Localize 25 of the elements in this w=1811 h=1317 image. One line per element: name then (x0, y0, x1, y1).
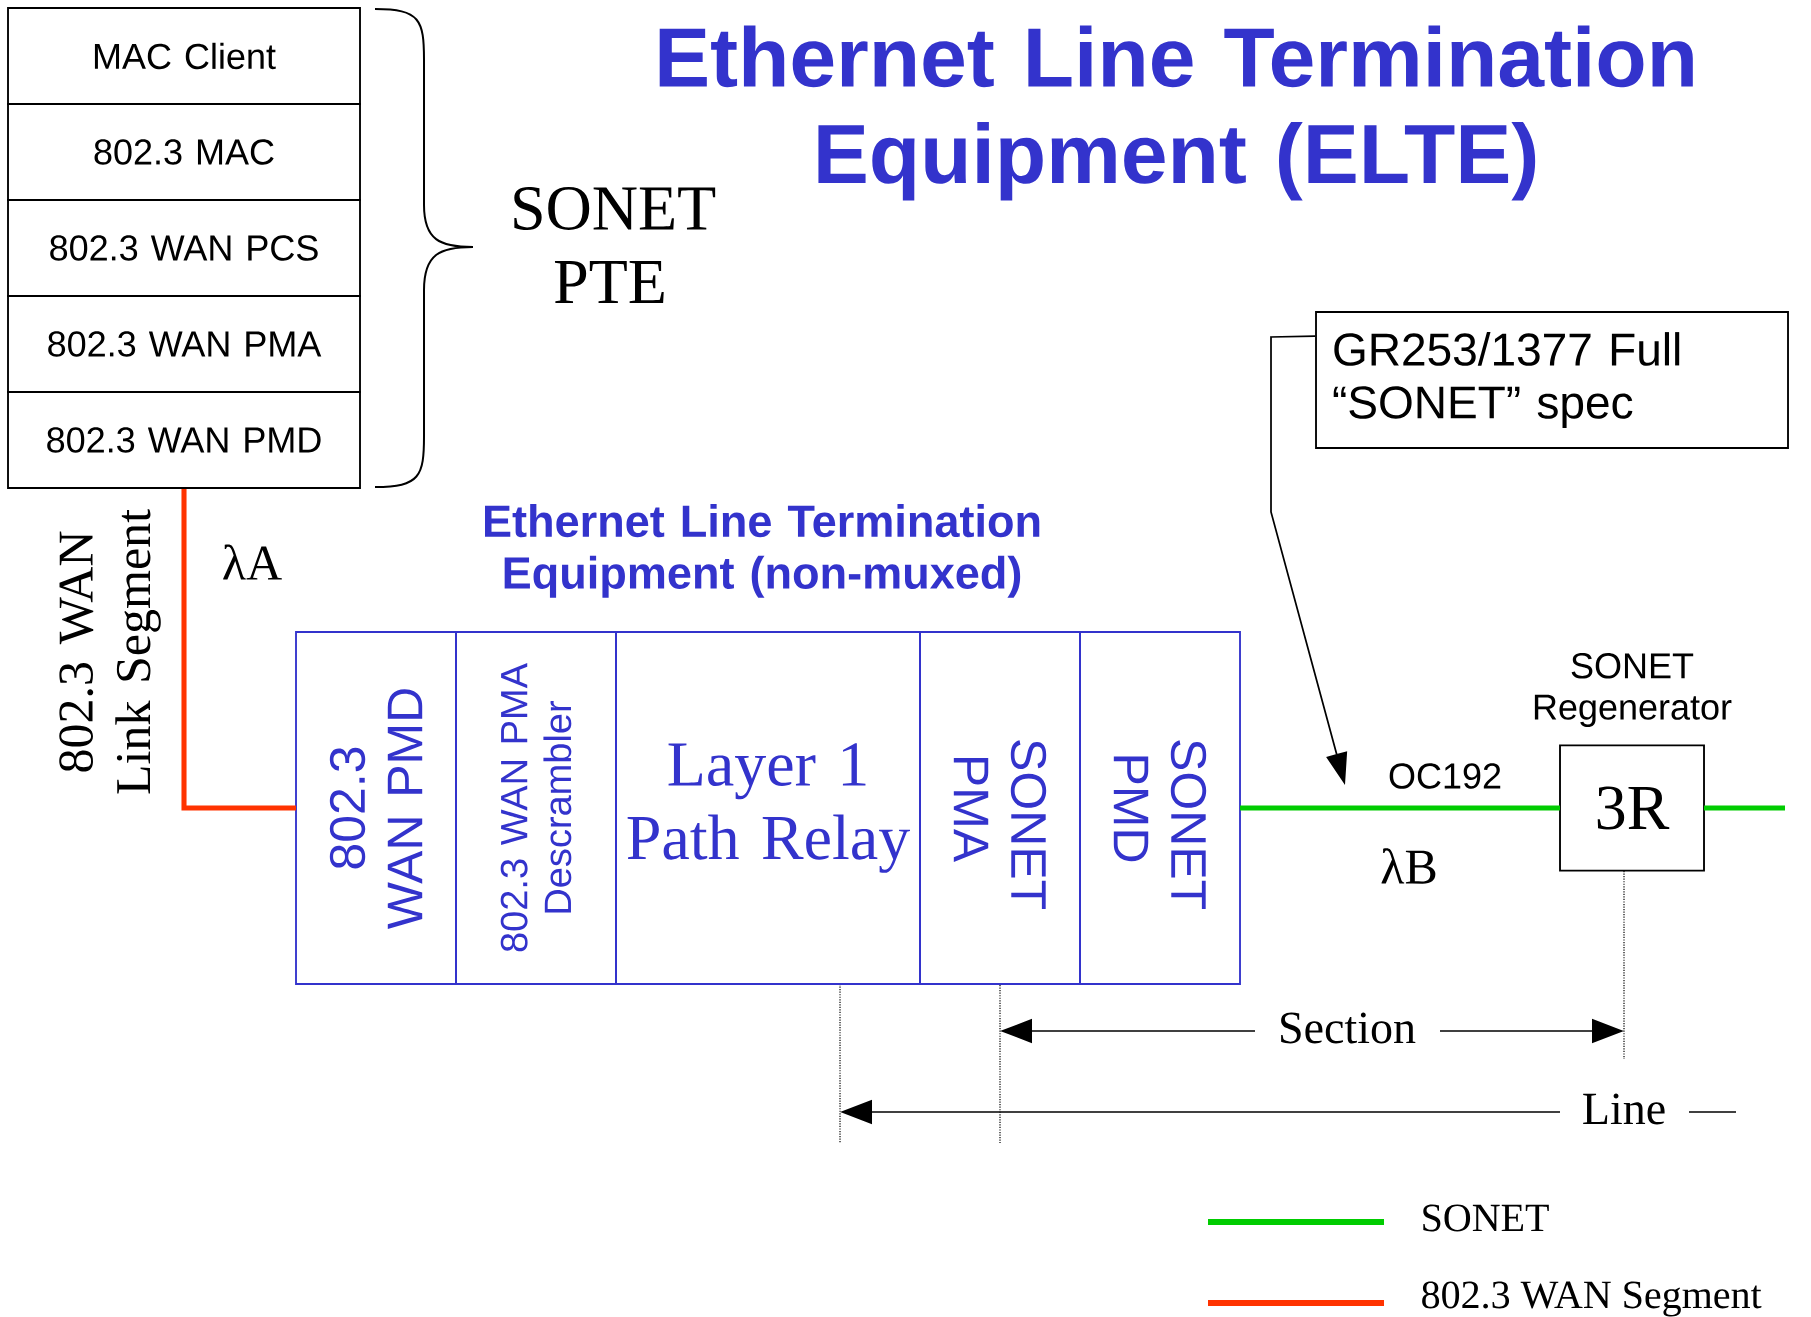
legend-label: SONET (1423, 1204, 1549, 1232)
signal-label: OC192 (1389, 763, 1501, 789)
stack-layer-box: 802.3 WAN PMD (7, 391, 361, 489)
wavelength-label: λB (1381, 848, 1436, 884)
note-box: GR253/1377 Full “SONET” spec (1315, 311, 1789, 449)
stack-layer-box: MAC Client (7, 7, 361, 105)
stack-layer-box: 802.3 MAC (7, 103, 361, 201)
legend-label: 802.3 WAN Segment (1422, 1281, 1762, 1317)
rotated-label: 802.3 WAN Link Segment (59, 509, 161, 794)
signal-line (1704, 805, 1785, 811)
dimension-label: Section (1281, 1012, 1416, 1044)
node-caption: SONET Regenerator (1534, 653, 1732, 727)
layer-box: SONET PMD (1079, 631, 1241, 985)
layer-box: 802.3 WAN PMA Descrambler (455, 631, 617, 985)
signal-line (1240, 805, 1560, 811)
dimension-label: Line (1583, 1093, 1665, 1125)
stack-layer-box: 802.3 WAN PCS (7, 199, 361, 297)
signal-line (181, 488, 296, 811)
regenerator-box: 3R (1559, 744, 1705, 872)
layer-box: SONET PMA (919, 631, 1081, 985)
layer-box: 802.3 WAN PMD (295, 631, 457, 985)
heading: Ethernet Line Termination Equipment (non-muxed) (485, 504, 1040, 598)
layer-box: Layer 1 Path Relay (615, 631, 921, 985)
stack-layer-box: 802.3 WAN PMA (7, 295, 361, 393)
wavelength-label: λA (223, 544, 282, 580)
